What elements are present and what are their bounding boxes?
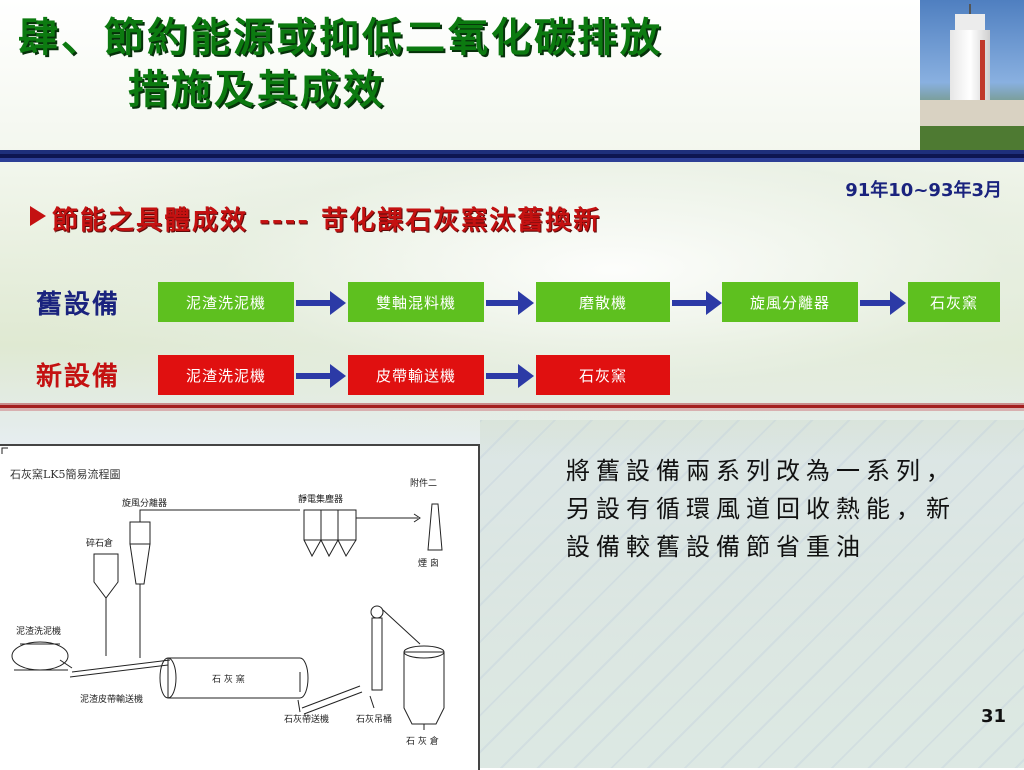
section-subtitle: 節能之具體成效 ---- 苛化課石灰窯汰舊換新 (52, 206, 602, 236)
label-lime-bucket: 石灰吊桶 (356, 715, 393, 725)
old-step-box: 磨散機 (536, 282, 670, 322)
flow-arrow-icon (486, 288, 534, 318)
label-esp: 靜電集塵器 (298, 495, 344, 505)
new-step-box: 泥渣洗泥機 (158, 355, 294, 395)
label-chimney: 煙 囪 (418, 559, 439, 569)
bullet-arrow-icon (30, 206, 46, 226)
header-divider (0, 150, 1024, 162)
section-divider (0, 403, 1024, 411)
label-mud-washer: 泥渣洗泥機 (16, 627, 62, 637)
new-equipment-label: 新設備 (36, 362, 121, 392)
label-mud-belt: 泥渣皮帶輸送機 (80, 695, 144, 705)
label-kiln: 石 灰 窯 (212, 675, 245, 685)
period-date: 91年10~93年3月 (845, 180, 1002, 201)
flow-arrow-icon (296, 288, 346, 318)
tower-top (955, 14, 985, 32)
new-step-box: 皮帶輸送機 (348, 355, 484, 395)
tower-sign (980, 40, 985, 110)
label-crushed-stone: 碎石倉 (86, 539, 114, 549)
label-lime-belt: 石灰帶送機 (284, 715, 330, 725)
label-lime-silo: 石 灰 倉 (406, 737, 439, 747)
flow-arrow-icon (486, 361, 534, 391)
diagram-title: 石灰窯LK5簡易流程圖 (10, 468, 121, 481)
old-step-box: 石灰窯 (908, 282, 1000, 322)
flow-diagram-drawing (1, 447, 445, 730)
building-wing (920, 100, 1024, 126)
building-photo (920, 0, 1024, 150)
label-attachment: 附件二 (410, 479, 438, 489)
lawn (920, 126, 1024, 150)
result-note: 將舊設備兩系列改為一系列，另設有循環風道回收熱能，新設備較舊設備節省重油 (566, 457, 956, 561)
flow-arrow-icon (860, 288, 906, 318)
background-solar-panels (480, 420, 1024, 768)
page-number: 31 (980, 706, 1006, 727)
old-equipment-label: 舊設備 (36, 290, 121, 320)
label-cyclone: 旋風分離器 (122, 499, 168, 509)
old-step-box: 泥渣洗泥機 (158, 282, 294, 322)
title-line-1: 肆、節約能源或抑低二氧化碳排放 (18, 14, 663, 61)
old-step-box: 雙軸混料機 (348, 282, 484, 322)
flow-arrow-icon (672, 288, 722, 318)
flagpole (969, 4, 971, 16)
title-line-2: 措施及其成效 (128, 66, 386, 113)
flow-arrow-icon (296, 361, 346, 391)
new-step-box: 石灰窯 (536, 355, 670, 395)
slide-title: 肆、節約能源或抑低二氧化碳排放 措施及其成效 (0, 12, 900, 116)
lime-kiln-flow-diagram: 石灰窯LK5簡易流程圖 旋風分離器 靜電集塵器 附件二 碎石倉 煙 囪 泥渣洗泥… (0, 444, 480, 770)
old-step-box: 旋風分離器 (722, 282, 858, 322)
